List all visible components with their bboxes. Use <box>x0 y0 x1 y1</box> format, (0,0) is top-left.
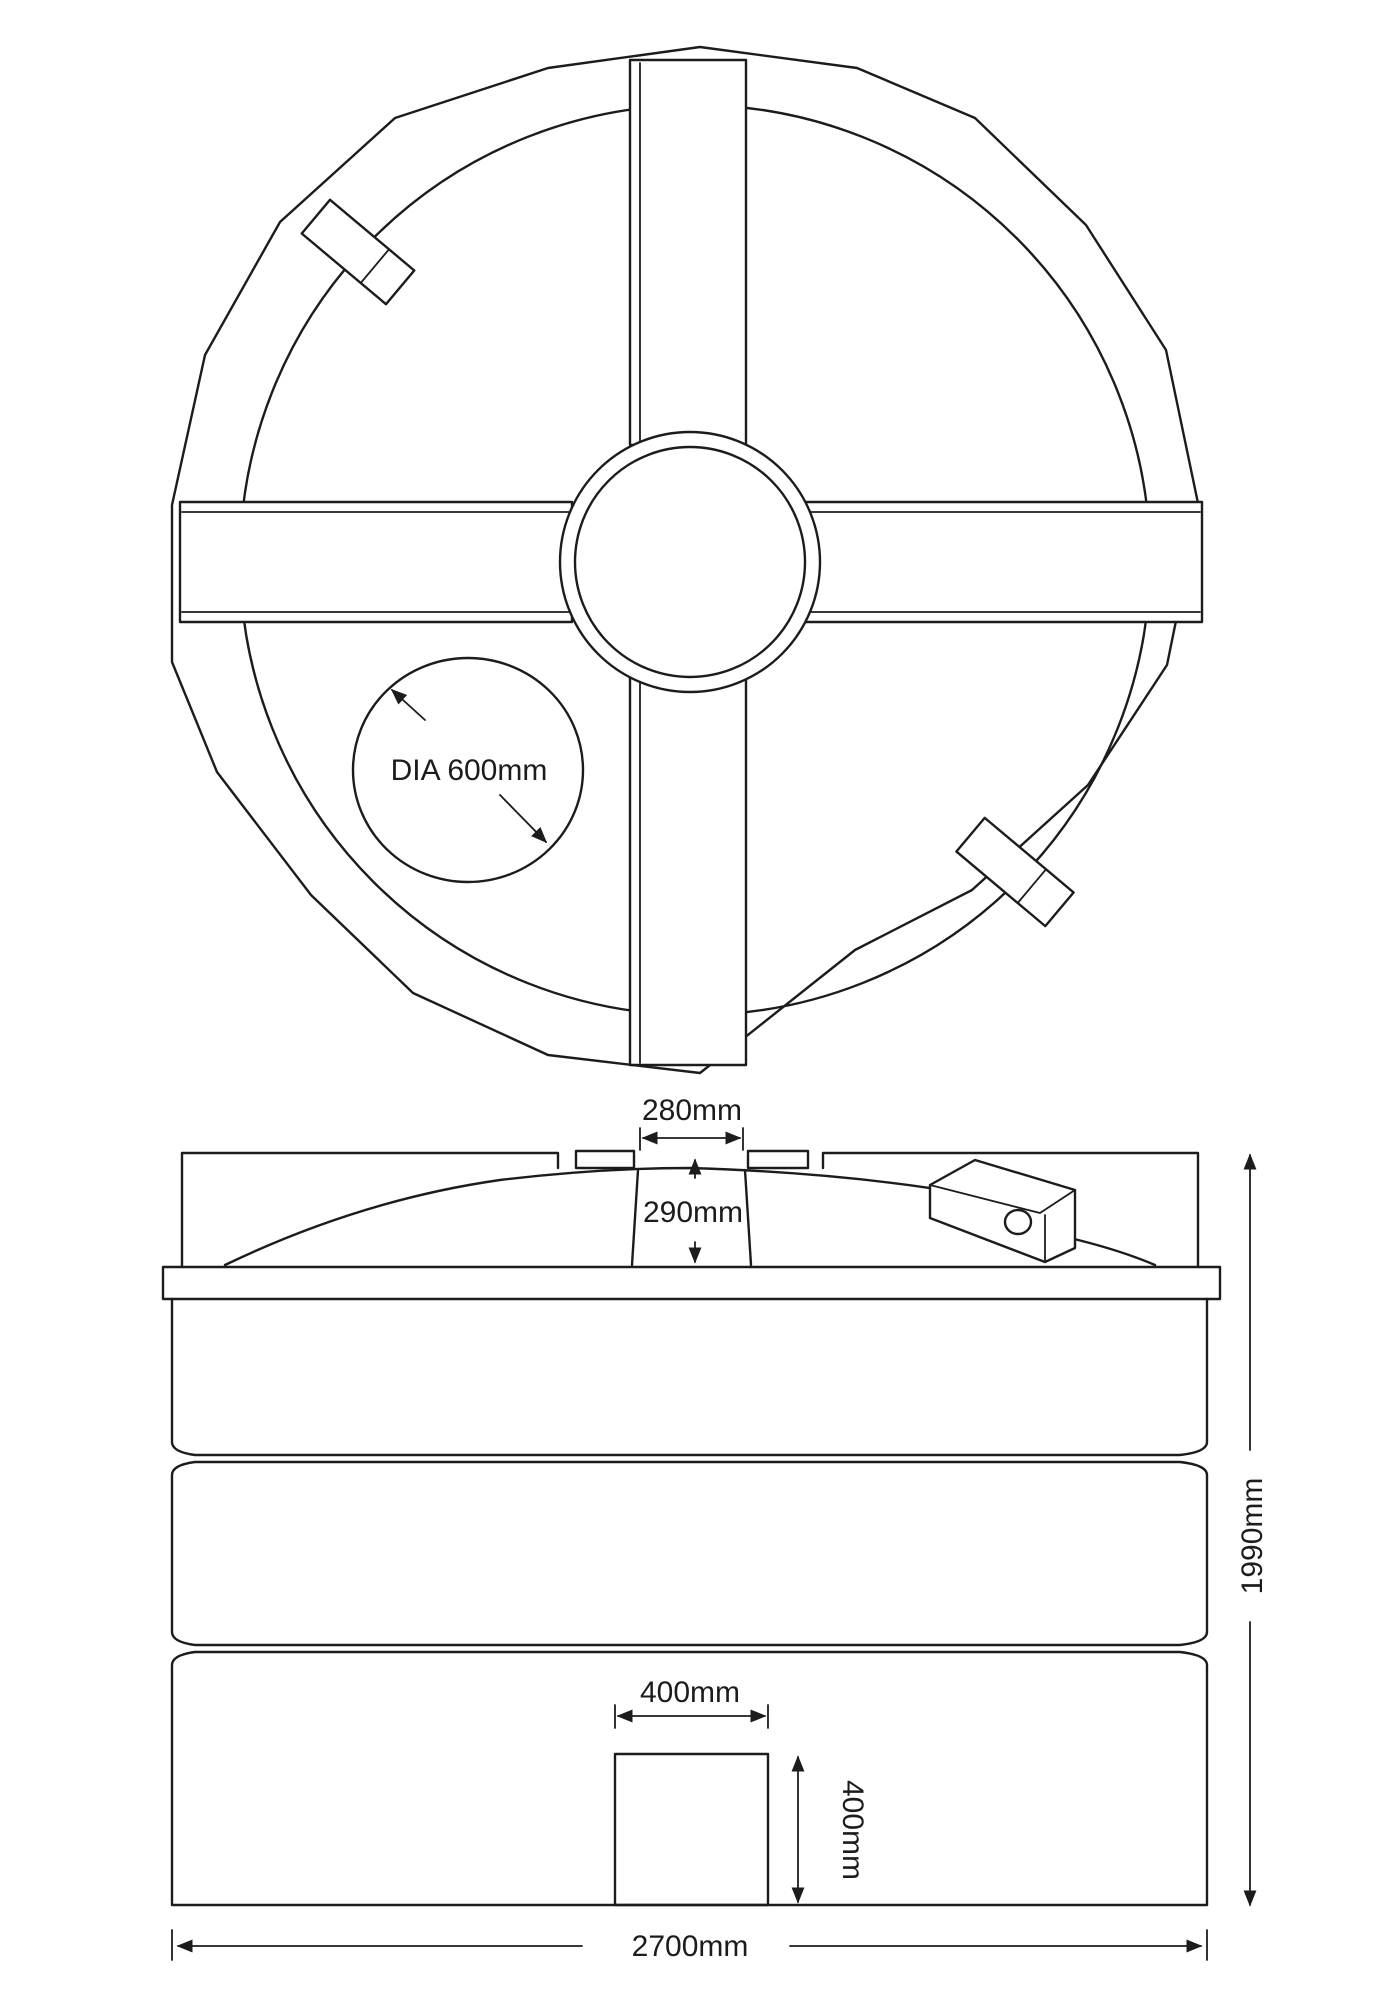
top-band <box>161 1265 1222 1301</box>
body-ring-2 <box>170 1460 1209 1647</box>
body-ring-3 <box>170 1650 1209 1907</box>
outlet-width-label: 400mm <box>640 1676 740 1709</box>
fitting-top-left <box>300 198 416 306</box>
neck-shoulder-left <box>574 1149 636 1170</box>
neck-width-label: 280mm <box>642 1094 742 1127</box>
neck-shoulder-right <box>746 1149 810 1170</box>
central-lid-outer <box>558 430 822 694</box>
rib-bottom <box>628 676 748 1067</box>
overall-height-label: 1990mm <box>1236 1478 1269 1595</box>
outlet-opening <box>613 1752 770 1907</box>
body-ring-1 <box>170 1297 1209 1457</box>
outlet-height-label: 400mm <box>836 1780 869 1880</box>
tank-outer-rim <box>170 45 1201 1075</box>
roof-inlet-fitting <box>928 1158 1077 1264</box>
neck-height-label: 290mm <box>643 1196 743 1229</box>
elevation-view: 280mm 290mm 400mm 400mm 1990mm 2700mm <box>161 1094 1269 1963</box>
plan-view: DIA 600mm <box>170 45 1204 1075</box>
rib-right <box>803 500 1204 624</box>
overall-width-label: 2700mm <box>632 1930 749 1963</box>
central-lid-inner <box>573 445 807 679</box>
rib-top <box>628 58 748 447</box>
fitting-bottom-right <box>955 816 1075 928</box>
rib-left <box>178 500 574 624</box>
manhole-diameter-label: DIA 600mm <box>391 754 548 787</box>
manhole-600 <box>351 656 585 884</box>
